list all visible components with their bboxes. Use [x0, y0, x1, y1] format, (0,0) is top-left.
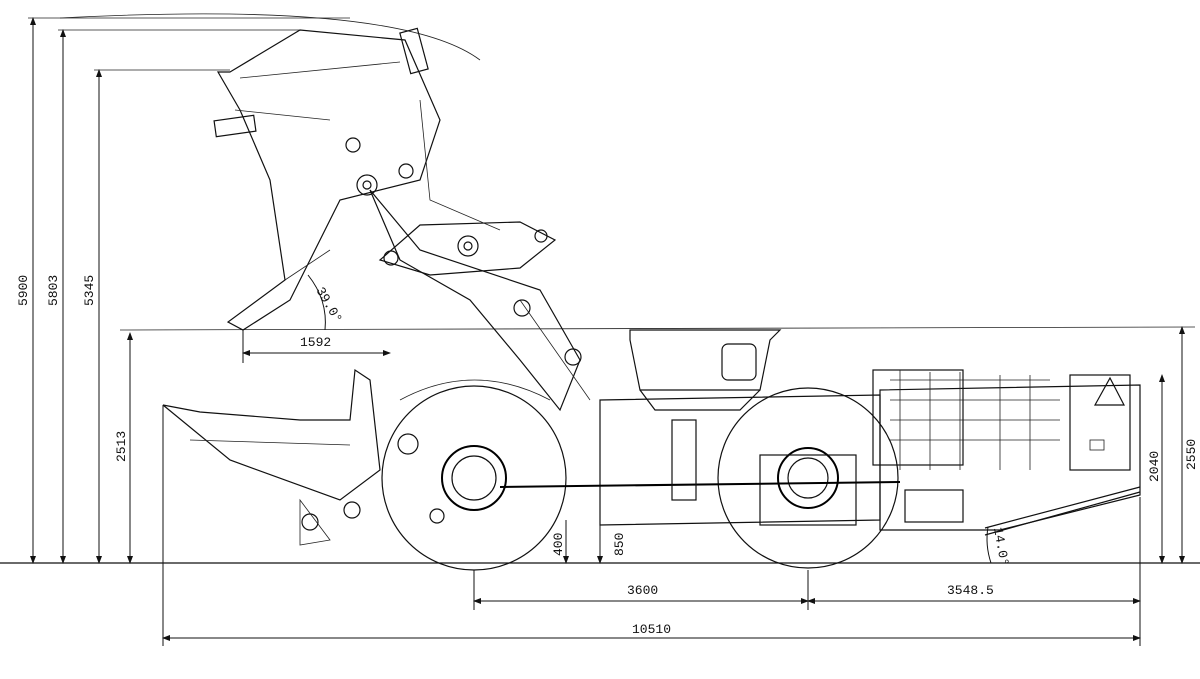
dim-5803: 5803	[46, 29, 66, 564]
dim-10510: 10510	[162, 405, 1141, 646]
rear-wheel	[717, 387, 899, 569]
svg-text:5803: 5803	[46, 275, 61, 306]
svg-text:2040: 2040	[1147, 451, 1162, 482]
dim-2513: 2513	[114, 332, 133, 564]
front-wheel	[381, 379, 567, 571]
dim-850: 850	[597, 500, 627, 564]
dim-2040: 2040	[1147, 374, 1165, 564]
bucket-swing-arc	[59, 13, 481, 61]
svg-text:14.0°: 14.0°	[990, 526, 1012, 567]
chassis-frame	[499, 384, 1141, 536]
svg-text:5345: 5345	[82, 275, 97, 306]
svg-text:2513: 2513	[114, 431, 129, 462]
raised-bucket	[213, 27, 441, 331]
dim-1592: 1592	[242, 330, 391, 363]
operator-cab	[629, 329, 782, 411]
svg-text:400: 400	[551, 533, 566, 556]
svg-text:10510: 10510	[632, 622, 671, 637]
dim-5900: 5900	[16, 17, 36, 564]
dim-3548-5: 3548.5	[807, 497, 1141, 646]
svg-text:850: 850	[612, 533, 627, 556]
svg-text:3600: 3600	[627, 583, 658, 598]
engine	[872, 369, 1131, 471]
dim-5345: 5345	[82, 69, 102, 564]
svg-text:5900: 5900	[16, 275, 31, 306]
dim-400: 400	[551, 520, 569, 564]
reference-line-dump	[119, 326, 1196, 331]
svg-text:39.0°: 39.0°	[313, 285, 345, 326]
dim-3600: 3600	[473, 570, 809, 610]
svg-text:2550: 2550	[1184, 439, 1199, 470]
dim-14-angle: 14.0°	[986, 526, 1012, 567]
lowered-bucket	[162, 368, 445, 546]
svg-text:3548.5: 3548.5	[947, 583, 994, 598]
dim-39-angle: 39.0°	[307, 274, 345, 331]
lift-arm	[369, 99, 591, 412]
dim-2550: 2550	[1179, 326, 1199, 564]
svg-text:1592: 1592	[300, 335, 331, 350]
